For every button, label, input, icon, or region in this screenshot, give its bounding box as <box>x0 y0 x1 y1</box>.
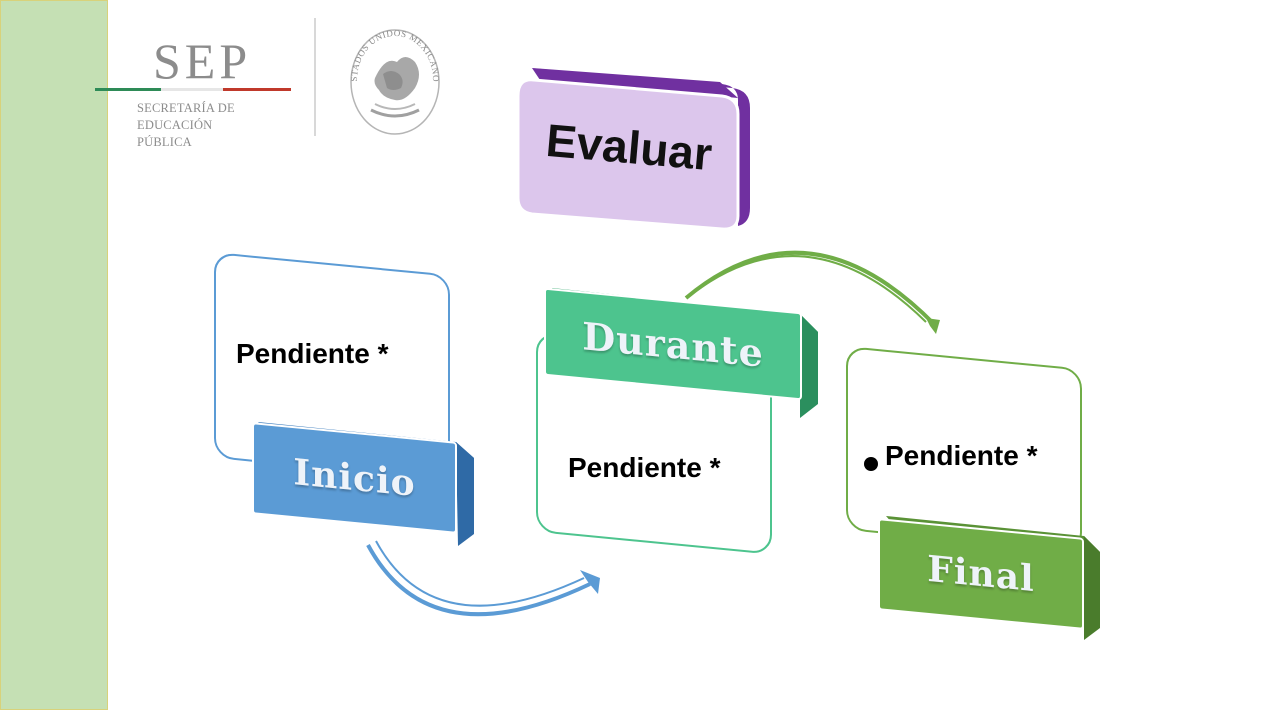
stage-text-inicio: Pendiente * <box>236 338 389 369</box>
sep-subtitle-line1: SECRETARÍA DE <box>137 101 235 115</box>
sep-acronym: SEP <box>153 33 252 89</box>
stage-text-final: Pendiente * <box>885 440 1038 471</box>
sep-subtitle: SECRETARÍA DE EDUCACIÓN PÚBLICA <box>137 100 267 151</box>
arrow-durante-to-final <box>684 250 936 326</box>
sep-subtitle-line2: EDUCACIÓN PÚBLICA <box>137 118 213 149</box>
arrowhead-green-icon <box>926 318 940 334</box>
left-sidebar <box>0 0 108 710</box>
national-seal-icon: ESTADOS UNIDOS MEXICANOS <box>345 18 441 135</box>
arrowhead-blue-icon <box>580 570 600 594</box>
sep-logo: SEP SECRETARÍA DE EDUCACIÓN PÚBLICA ESTA… <box>95 18 455 149</box>
bullet-dot <box>864 457 878 471</box>
stage-text-durante: Pendiente * <box>568 452 721 483</box>
flag-stripe <box>95 88 291 91</box>
logo-divider <box>314 18 316 136</box>
arrow-inicio-to-durante <box>366 540 591 617</box>
evaluar-box-3d <box>516 68 750 231</box>
